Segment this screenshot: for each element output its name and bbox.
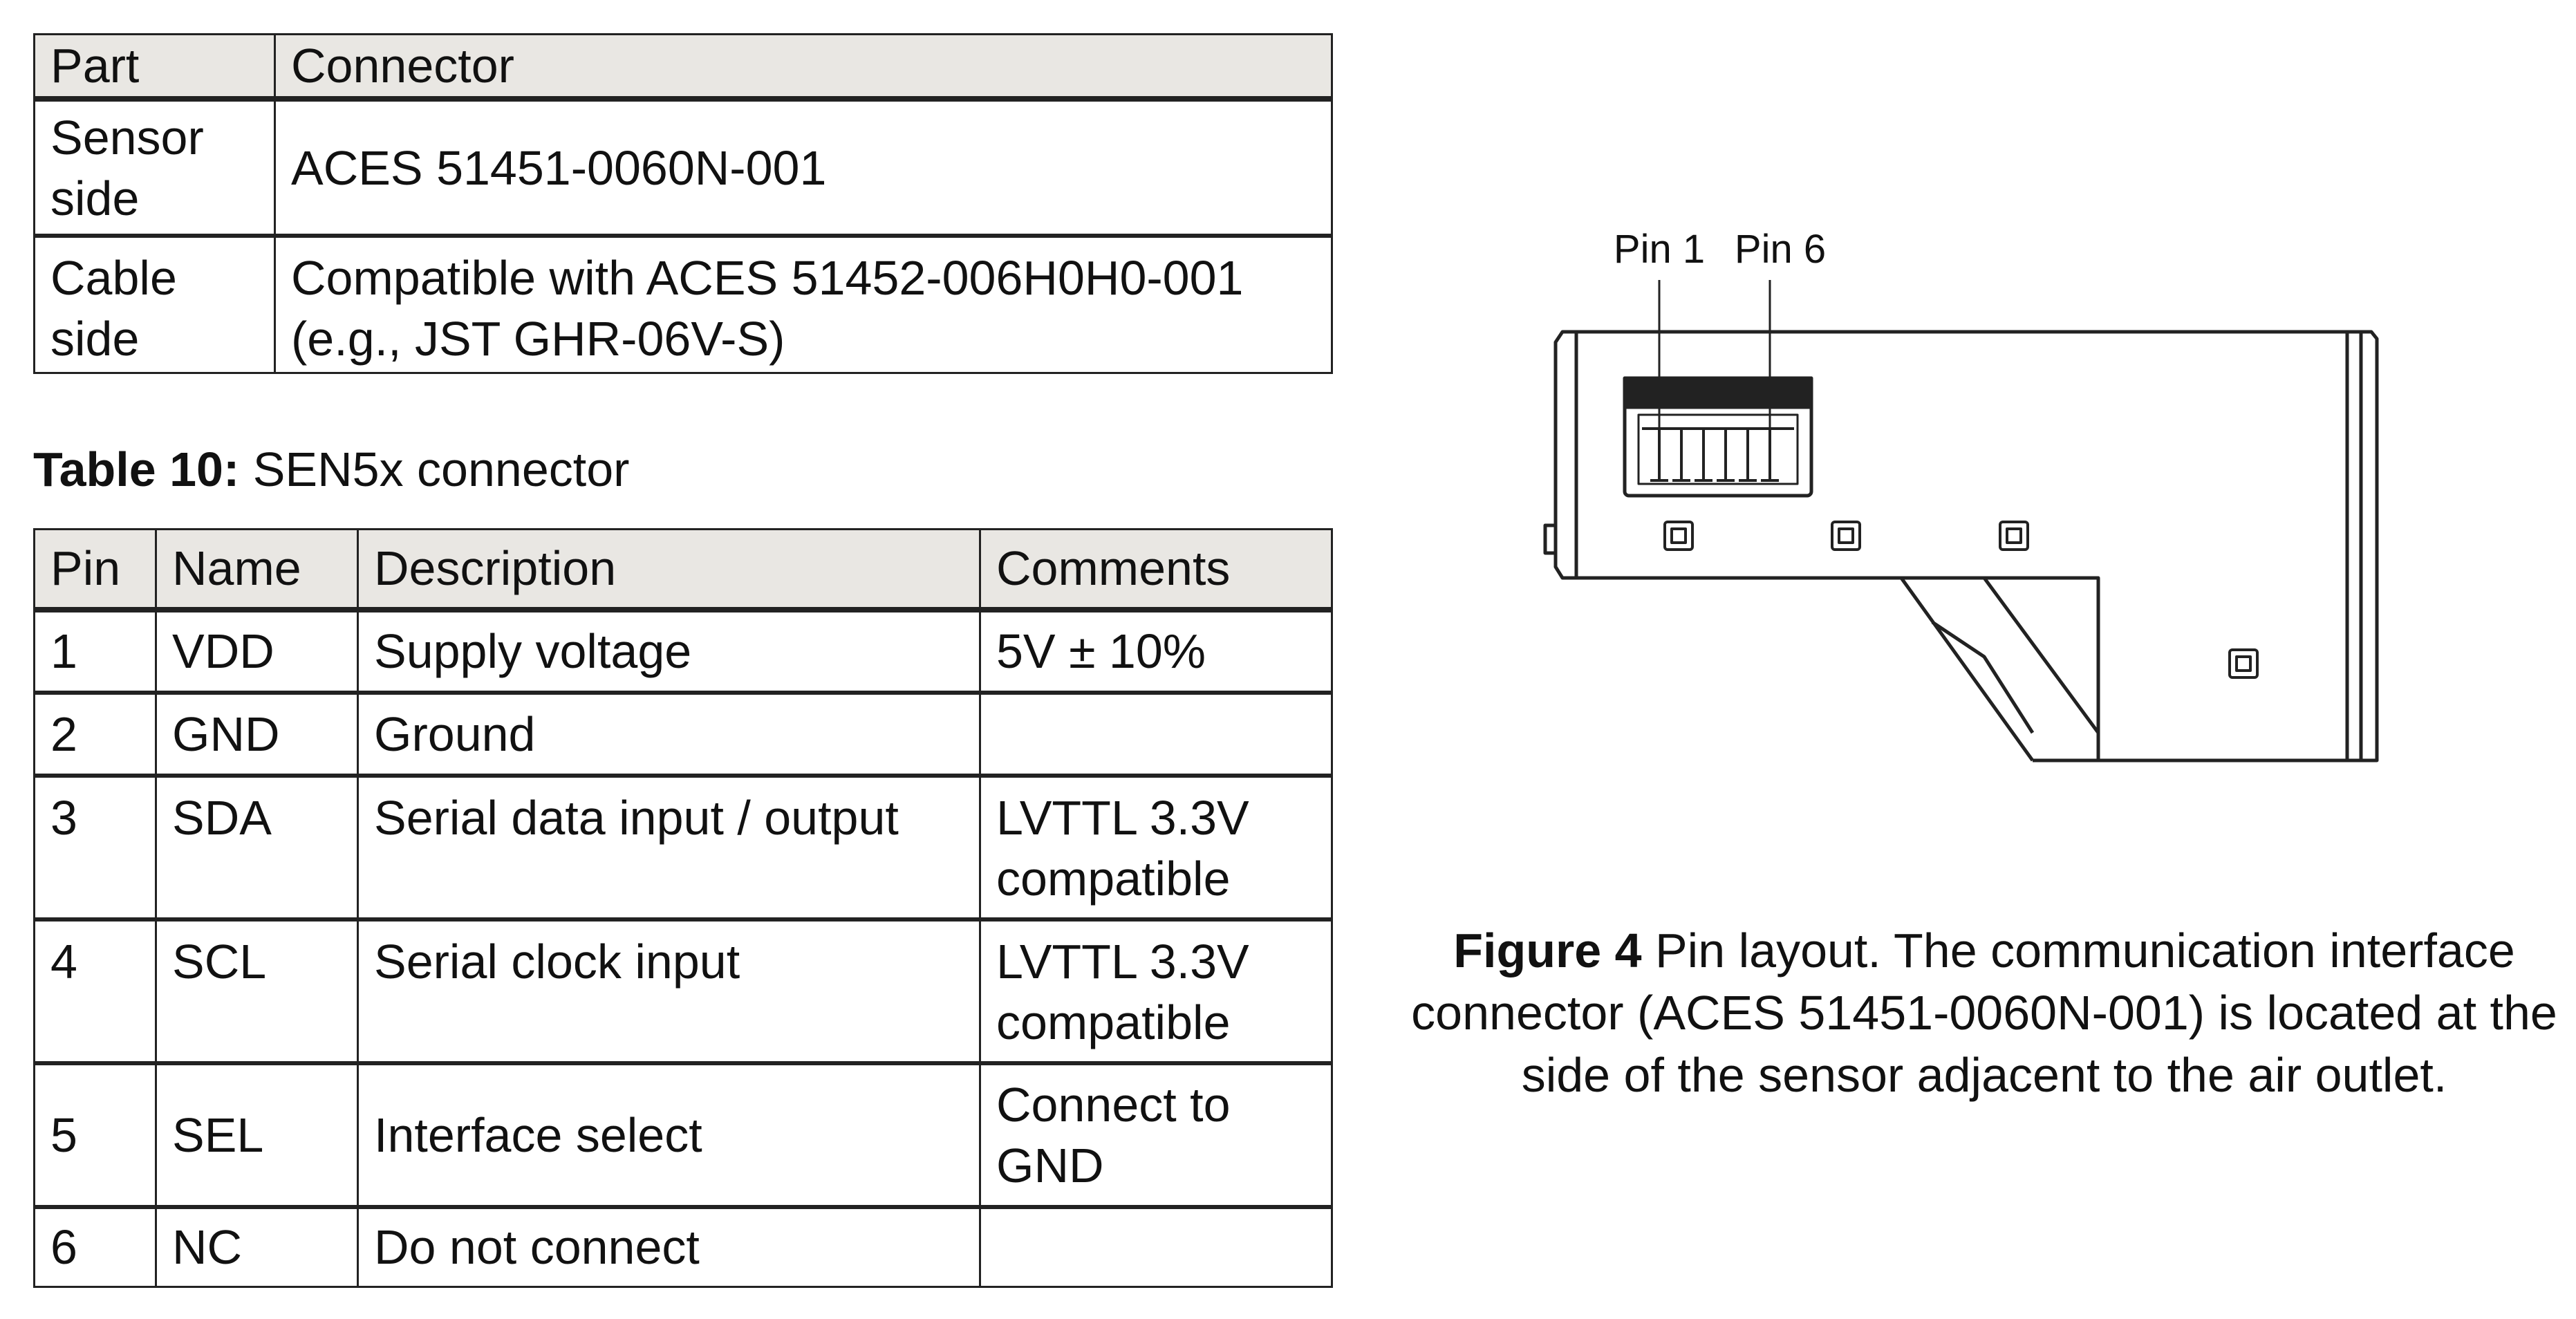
figure-caption-text: Pin layout. The communication interface … <box>1411 924 2557 1102</box>
cell-description: Interface select <box>357 1060 981 1208</box>
connector-pins <box>1642 427 1794 482</box>
header-comments: Comments <box>979 528 1333 612</box>
cell-pin: 3 <box>33 773 157 920</box>
table-row: Cable side Compatible with ACES 51452-00… <box>33 234 1333 374</box>
pin-table: Pin Name Description Comments 1 VDD Supp… <box>33 528 1333 1288</box>
table-caption-label: Table 10: <box>33 442 240 496</box>
cell-name: GND <box>155 690 359 776</box>
cell-name: SEL <box>155 1060 359 1208</box>
header-connector: Connector <box>274 33 1333 102</box>
cell-description: Ground <box>357 690 981 776</box>
table-row: 5 SEL Interface select Connect to GND <box>33 1060 1333 1208</box>
cell-comments <box>979 1204 1333 1288</box>
table-row: 4 SCL Serial clock input LVTTL 3.3V comp… <box>33 917 1333 1064</box>
cell-name: SCL <box>155 917 359 1064</box>
connector-table: Part Connector Sensor side ACES 51451-00… <box>33 33 1333 374</box>
table-row: 1 VDD Supply voltage 5V ± 10% <box>33 607 1333 693</box>
cell-pin: 5 <box>33 1060 157 1208</box>
sensor-pin-layout-drawing: Pin 1 Pin 6 <box>1543 227 2379 763</box>
table-caption-text: SEN5x connector <box>239 442 630 496</box>
table-header-row: Part Connector <box>33 33 1333 102</box>
pin6-label: Pin 6 <box>1735 227 1826 272</box>
cell-comments <box>979 690 1333 776</box>
mounting-holes <box>1663 521 2259 679</box>
sensor-body-outline <box>1553 330 2379 763</box>
cell-comments: Connect to GND <box>979 1060 1333 1208</box>
figure-caption-label: Figure 4 <box>1453 924 1642 977</box>
cell-comments: 5V ± 10% <box>979 607 1333 693</box>
figure-caption: Figure 4 Pin layout. The communication i… <box>1397 919 2572 1106</box>
cell-connector: ACES 51451-0060N-001 <box>274 97 1333 237</box>
table-header-row: Pin Name Description Comments <box>33 528 1333 612</box>
cell-part: Sensor side <box>33 97 276 237</box>
connector-window <box>1637 413 1799 485</box>
cell-pin: 2 <box>33 690 157 776</box>
header-part: Part <box>33 33 276 102</box>
cell-description: Serial clock input <box>357 917 981 1064</box>
cell-comments: LVTTL 3.3V compatible <box>979 773 1333 920</box>
cell-pin: 4 <box>33 917 157 1064</box>
connector-top-bar <box>1623 376 1813 409</box>
cell-description: Do not connect <box>357 1204 981 1288</box>
cell-pin: 1 <box>33 607 157 693</box>
sensor-outlet-housing <box>1899 577 2100 763</box>
table-row: Sensor side ACES 51451-0060N-001 <box>33 97 1333 237</box>
cell-name: SDA <box>155 773 359 920</box>
sensor-side-tab <box>1543 523 1556 555</box>
header-name: Name <box>155 528 359 612</box>
header-pin: Pin <box>33 528 157 612</box>
sensor-inner-frame <box>1574 332 2363 760</box>
cell-part: Cable side <box>33 234 276 374</box>
header-description: Description <box>357 528 981 612</box>
cell-comments: LVTTL 3.3V compatible <box>979 917 1333 1064</box>
table-caption: Table 10: SEN5x connector <box>33 439 629 500</box>
cell-connector: Compatible with ACES 51452-006H0H0-001 (… <box>274 234 1333 374</box>
cell-name: NC <box>155 1204 359 1288</box>
pin1-label: Pin 1 <box>1614 227 1705 272</box>
cell-pin: 6 <box>33 1204 157 1288</box>
cell-description: Serial data input / output <box>357 773 981 920</box>
cell-description: Supply voltage <box>357 607 981 693</box>
table-row: 3 SDA Serial data input / output LVTTL 3… <box>33 773 1333 920</box>
table-row: 2 GND Ground <box>33 690 1333 776</box>
cell-name: VDD <box>155 607 359 693</box>
table-row: 6 NC Do not connect <box>33 1204 1333 1288</box>
